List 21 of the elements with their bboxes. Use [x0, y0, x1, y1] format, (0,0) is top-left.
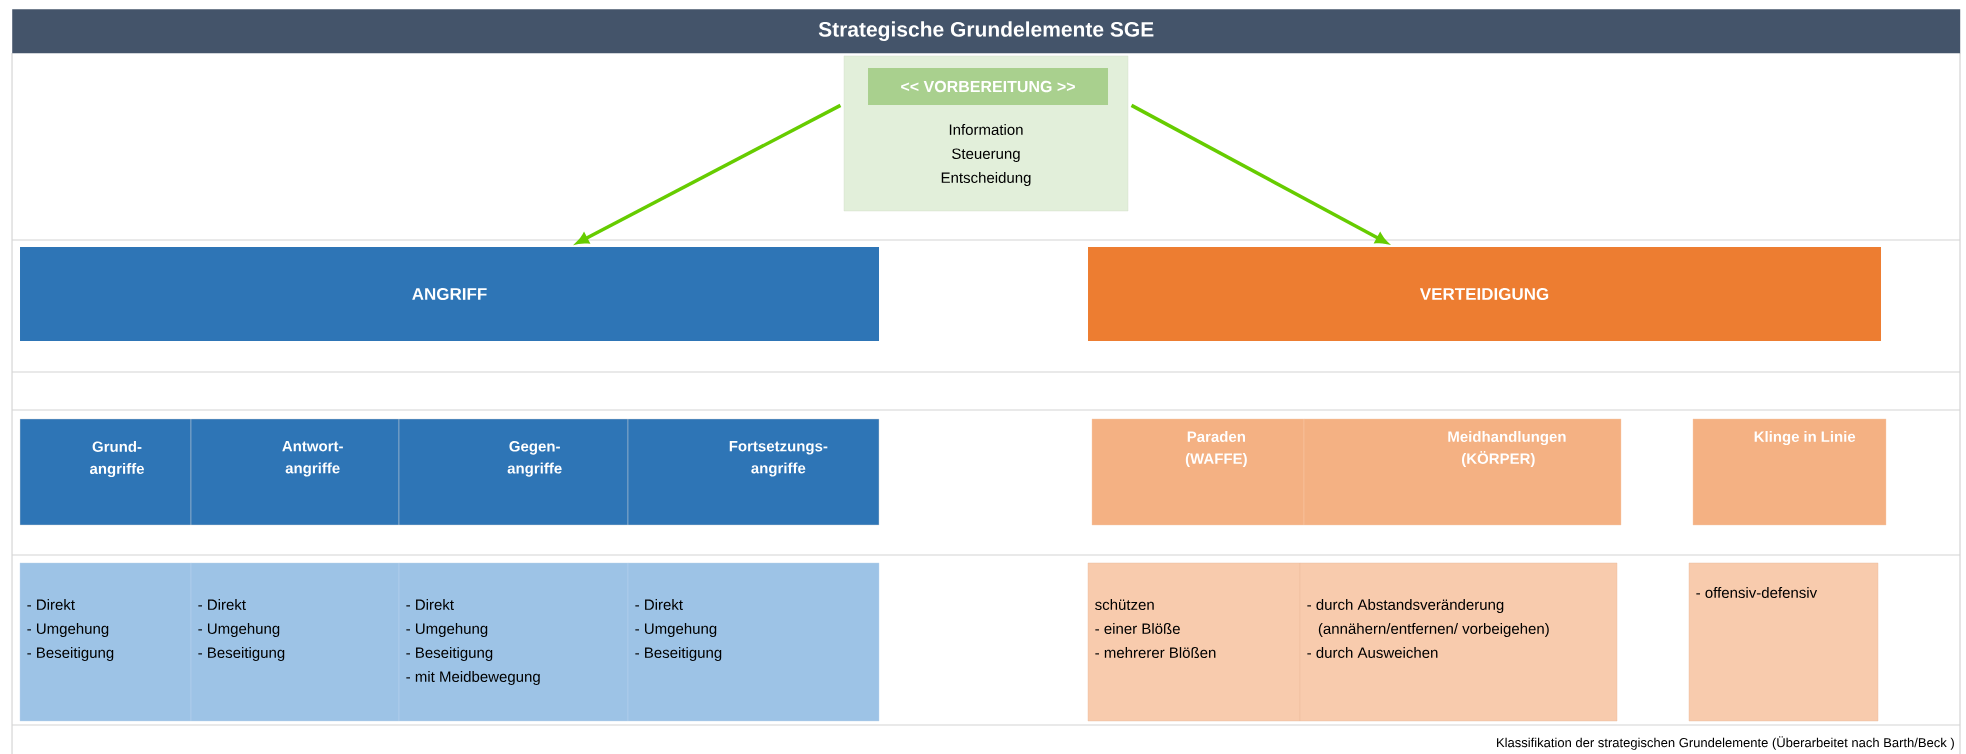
category-box: ANGRIFF — [20, 247, 879, 341]
caption: Klassifikation der strategischen Grundelemente (Überarbeitet nach Barth/Beck ) — [1497, 736, 1954, 750]
list-cell: - Direkt - Umgehung - Beseitigung — [19, 562, 192, 722]
arrow — [576, 103, 842, 245]
type-header: Paraden (WAFFE) — [1091, 418, 1305, 526]
type-header: Grund- angriffe — [19, 418, 192, 526]
stage-label: << VORBEREITUNG >> — [868, 68, 1108, 105]
type-header: Meidhandlungen (KÖRPER) — [1303, 418, 1622, 526]
list-cell: schützen - einer Blöße - mehrerer Blößen — [1087, 562, 1301, 722]
arrow — [1130, 103, 1388, 244]
category-box: VERTEIDIGUNG — [1088, 247, 1881, 341]
list-cell: - durch Abstandsveränderung (annähern/entfernen/ vorbeigehen) - durch Ausweichen — [1299, 562, 1618, 722]
title-bar: Strategische Grundelemente SGE — [12, 9, 1961, 54]
type-header: Antwort- angriffe — [190, 418, 400, 526]
list-cell: - Direkt - Umgehung - Beseitigung — [627, 562, 880, 722]
type-header: Klinge in Linie — [1692, 418, 1887, 526]
type-header: Fortsetzungs- angriffe — [627, 418, 880, 526]
list-cell: - Direkt - Umgehung - Beseitigung - mit Meidbewegung — [398, 562, 629, 722]
list-cell: - offensiv-defensiv — [1688, 562, 1879, 722]
type-header: Gegen- angriffe — [398, 418, 629, 526]
list-cell: - Direkt - Umgehung - Beseitigung — [190, 562, 400, 722]
